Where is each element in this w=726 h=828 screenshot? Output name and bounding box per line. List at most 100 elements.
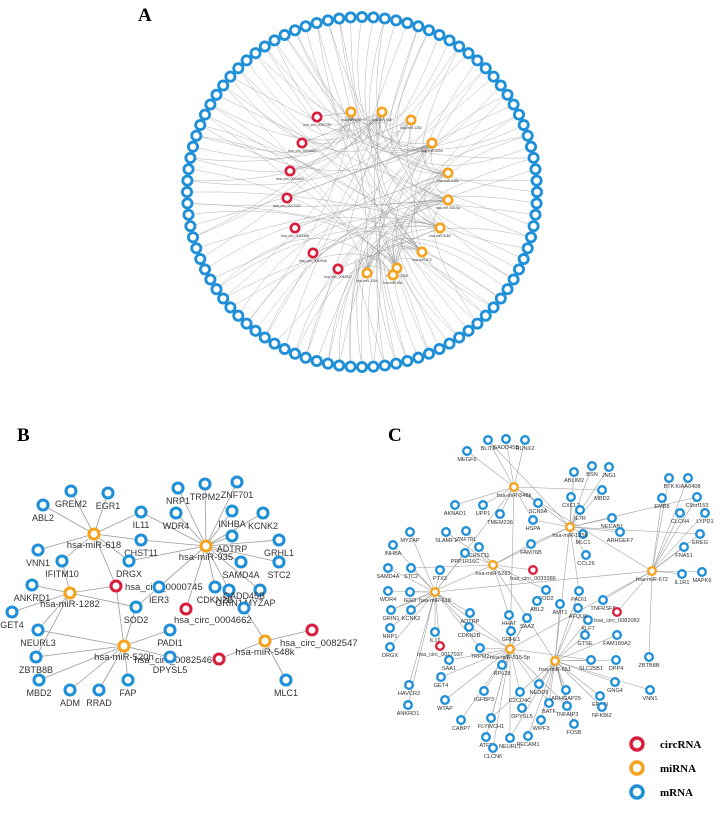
panel-c-node-hsa-mir-548k <box>509 482 519 492</box>
panel-c-node-mlc1 <box>578 529 588 539</box>
panel-c-edge <box>509 486 515 650</box>
panel-a-edge <box>383 255 408 362</box>
panel-a-mrna-node <box>494 79 507 92</box>
panel-c-letter: C <box>388 425 402 446</box>
panel-c-edge <box>569 496 572 528</box>
panel-c-node-trpm2 <box>475 643 485 653</box>
panel-c-label-tnfaip3: TNFAIP3 <box>556 712 579 718</box>
panel-c-label-kcnk2: KCNK2 <box>402 616 421 622</box>
panel-a-edge <box>305 26 433 153</box>
panel-c-edge <box>492 543 532 566</box>
panel-a-edge <box>284 34 383 125</box>
panel-b-edge <box>205 545 230 591</box>
panel-a-edge <box>264 199 449 338</box>
panel-a-edge <box>312 199 449 254</box>
panel-b-label-grin1: GRIN1 <box>215 598 243 608</box>
panel-b-node-hsa-circ-0004662 <box>179 602 193 616</box>
panel-b-label-hsa-mir-548k: hsa-miR-548k <box>235 647 294 658</box>
panel-c-label-stc2: STC2 <box>404 574 418 580</box>
panel-b-edge <box>69 585 117 594</box>
panel-a-edge <box>190 111 352 172</box>
panel-a-edge <box>316 111 352 118</box>
panel-c-label-nedd9: NEDD9 <box>530 690 549 696</box>
panel-c-label-il1r1: IL1R1 <box>675 580 690 586</box>
panel-a-mrna-node <box>527 220 540 233</box>
panel-a-edge <box>294 30 433 156</box>
panel-c-node-saa1 <box>444 655 454 665</box>
panel-c-node-neurl1 <box>505 733 515 743</box>
panel-c-node-gng4 <box>610 677 620 687</box>
panel-a-edge <box>204 114 368 274</box>
panel-a-mrna-node <box>249 47 262 60</box>
panel-c-node-hsa-circ-0082082 <box>612 607 622 617</box>
panel-a-edge <box>366 241 508 290</box>
panel-c-edge <box>479 647 511 650</box>
panel-a-circrna-node <box>332 263 344 275</box>
panel-a-mrna-node <box>186 231 200 244</box>
panel-a-mirna-node <box>387 269 399 281</box>
panel-b-node-il11 <box>134 505 148 519</box>
panel-c-node-fosb <box>569 719 579 729</box>
panel-c-node-cdkn2b <box>464 622 474 632</box>
panel-a-circ-label: hsa_circ_0082546 <box>299 259 327 263</box>
panel-c-node-igfbp3 <box>479 686 489 696</box>
panel-a-mrna-node <box>204 273 217 286</box>
panel-c-label-grin1: GRIN1 <box>382 616 399 622</box>
panel-a-mrna-node <box>184 220 197 233</box>
panel-a-edge <box>187 199 449 207</box>
panel-a-edge <box>289 119 412 172</box>
panel-b-label-inhba: INHBA <box>218 519 246 529</box>
panel-c-label-vnn1: VNN1 <box>643 696 658 702</box>
panel-c-edge <box>390 564 494 611</box>
panel-c-node-gtse <box>580 630 590 640</box>
panel-c-label-il11: IL11 <box>430 638 440 644</box>
panel-a-mrna-node <box>240 54 253 67</box>
panel-b-edge <box>93 533 130 562</box>
panel-c-node-nedd9 <box>534 679 544 689</box>
panel-c-label-flywch1: FLYWCH1 <box>478 724 504 730</box>
panel-a-edge <box>409 85 501 152</box>
panel-b-edge <box>42 504 95 535</box>
panel-c-node-kcnk2 <box>406 605 416 615</box>
panel-c-label-znf701: ZNF701 <box>456 537 476 543</box>
panel-b-node-grhl1 <box>272 533 286 547</box>
panel-a-edge <box>414 94 508 253</box>
panel-c-label-scn9a: SCN9A <box>529 509 548 515</box>
panel-b-node-myzap <box>253 583 267 597</box>
panel-a-mrna-node <box>333 359 346 372</box>
panel-c-label-padi1: PADI1 <box>571 597 587 603</box>
panel-b-edge <box>185 545 207 610</box>
panel-a-mrna-node <box>390 357 403 370</box>
panel-c-edge <box>554 660 603 708</box>
panel-c-node-fam76b <box>526 539 536 549</box>
panel-a-edge <box>417 247 501 299</box>
panel-a-edge <box>188 210 398 269</box>
panel-a-mrna-node <box>367 360 380 373</box>
panel-a-edge <box>428 188 534 227</box>
panel-b-label-abl2: ABL2 <box>32 513 54 523</box>
panel-c-label-gtse: GTSE <box>577 641 592 647</box>
panel-a-mrna-node <box>333 12 346 25</box>
panel-c-label-lypd1: LYPD1 <box>696 519 713 525</box>
panel-a-mirna-node <box>405 114 417 126</box>
panel-b-node-drgx <box>122 554 136 568</box>
panel-a-mrna-node <box>182 163 195 176</box>
panel-a-mirna-label: hsa-miR-651 <box>383 281 403 285</box>
panel-b-node-abl2 <box>36 498 50 512</box>
panel-a-edge <box>406 46 460 201</box>
panel-c-node-abl2 <box>532 596 542 606</box>
panel-b-node-samd4a <box>234 555 248 569</box>
panel-a-mirna-label: hsa-miR-5283 <box>429 234 450 238</box>
panel-a-mrna-node <box>198 263 212 276</box>
panel-b-edge <box>37 533 95 551</box>
panel-b-node-fap <box>121 673 135 687</box>
panel-a-edges <box>186 16 538 368</box>
panel-b-node-get4 <box>5 605 19 619</box>
panel-c-label-clcn6: CLCN6 <box>484 754 502 760</box>
panel-a-mrna-node <box>524 140 538 153</box>
panel-c-node-nrp1 <box>385 623 395 633</box>
panel-c-label-arhgap25: ARHGAP25 <box>551 696 581 702</box>
panel-a-circ-label: hsa_circ_0033386 <box>281 234 309 238</box>
panel-c-label-abl2: ABL2 <box>530 607 544 613</box>
panel-c-node-padi1 <box>574 586 584 596</box>
